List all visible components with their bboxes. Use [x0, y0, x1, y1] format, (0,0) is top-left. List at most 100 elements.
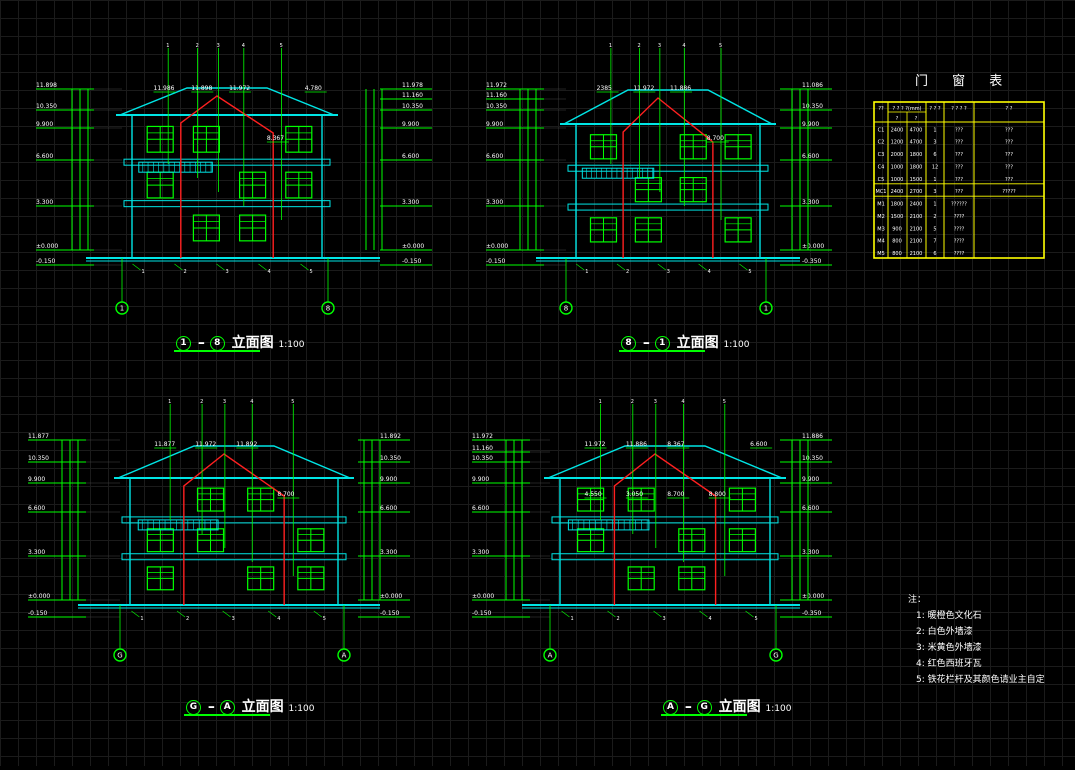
material-line — [613, 453, 717, 605]
leader-label: 4 — [242, 43, 245, 49]
level-label: 11.160 — [472, 445, 493, 452]
level-label: 11.160 — [402, 92, 423, 99]
table-cell: M4 — [877, 239, 885, 245]
level-label: ±0.000 — [402, 243, 424, 250]
spot-elevation: 8.367 — [667, 441, 684, 448]
title-label: 立面图 — [241, 699, 284, 715]
tag-leader — [313, 610, 322, 618]
table-subheader: ? — [915, 116, 918, 122]
table-cell: 2100 — [910, 214, 923, 220]
level-label: -0.350 — [802, 610, 822, 617]
tag-label: 3 — [663, 616, 666, 622]
table-subheader: ? — [896, 116, 899, 122]
table-cell: 1 — [933, 127, 936, 133]
table-cell: 12 — [932, 164, 938, 170]
leader-label: 3 — [658, 43, 661, 49]
level-label: -0.150 — [472, 610, 492, 617]
table-cell: C1 — [878, 127, 885, 133]
axis-bubble-label: G — [773, 652, 778, 660]
title-label: 立面图 — [718, 699, 761, 715]
level-label: 10.350 — [402, 103, 423, 110]
table-cell: 1200 — [891, 140, 904, 146]
table-cell: M2 — [877, 214, 885, 220]
tag-leader — [176, 610, 186, 618]
tag-leader — [132, 263, 141, 271]
title-underline — [174, 350, 260, 352]
table-cell: 7 — [933, 239, 936, 245]
leader-label: 1 — [599, 399, 602, 405]
table-cell: 800 — [892, 251, 902, 257]
table-cell: MC1 — [876, 189, 887, 195]
tag-leader — [616, 263, 626, 271]
level-label: 3.300 — [472, 549, 489, 556]
spot-elevation: 11.886 — [670, 85, 691, 92]
tag-label: 1 — [585, 269, 588, 275]
tag-label: 4 — [708, 269, 711, 275]
spot-elevation: 3.050 — [626, 491, 643, 498]
level-label: 9.900 — [802, 476, 819, 483]
level-label: 6.600 — [380, 505, 397, 512]
level-label: 3.300 — [28, 549, 45, 556]
roof-outline — [119, 87, 335, 116]
spot-elevation: 8.700 — [277, 491, 294, 498]
axis-bubble-icon — [759, 301, 773, 315]
tag-leader — [699, 610, 708, 618]
table-cell: 6 — [933, 251, 936, 257]
table-cell: 2100 — [910, 226, 923, 232]
axis-bubble-icon: 8 — [209, 335, 225, 351]
table-cell: ??? — [955, 177, 963, 183]
table-cell: C3 — [878, 152, 885, 158]
spot-elevation: 11.972 — [585, 441, 606, 448]
leader-label: 3 — [217, 43, 220, 49]
level-label: 11.892 — [380, 433, 401, 440]
axis-bubble-icon: G — [186, 699, 201, 715]
table-cell: 2400 — [891, 127, 904, 133]
roof-outline — [563, 89, 773, 125]
tag-label: 2 — [184, 269, 187, 275]
spot-elevation: 11.972 — [195, 441, 216, 448]
title-scale: 1:100 — [288, 704, 315, 714]
leader-label: 3 — [654, 399, 657, 405]
floor-band — [567, 164, 769, 172]
axis-bubble-label: 8 — [564, 305, 568, 313]
door-window-table-title: 门 窗 表 — [915, 74, 1013, 89]
level-label: 11.877 — [28, 433, 49, 440]
level-label: 10.350 — [486, 103, 507, 110]
tag-label: 2 — [626, 269, 629, 275]
note-item: 5: 铁花栏杆及其颜色请业主自定 — [916, 675, 1045, 685]
table-cell: 2100 — [910, 239, 923, 245]
table-cell: ??? — [955, 140, 963, 146]
level-label: 3.300 — [380, 549, 397, 556]
note-item: 3: 米黄色外墙漆 — [916, 643, 982, 653]
note-item: 2: 白色外墙漆 — [916, 627, 973, 637]
leader-label: 1 — [166, 43, 169, 49]
tag-label: 3 — [667, 269, 670, 275]
building-outline — [129, 477, 339, 606]
leader-label: 4 — [250, 399, 253, 405]
axis-bubble-label: G — [117, 652, 122, 660]
leader-label: 2 — [631, 399, 634, 405]
level-label: 9.900 — [36, 121, 53, 128]
axis-bubble-icon: G — [696, 699, 712, 715]
level-label: 3.300 — [802, 549, 819, 556]
tag-label: 1 — [140, 616, 143, 622]
tag-leader — [561, 610, 570, 618]
note-item: 1: 暖橙色文化石 — [916, 611, 982, 621]
note-item: 4: 红色西班牙瓦 — [916, 659, 982, 669]
level-label: ±0.000 — [802, 243, 824, 250]
table-cell: 1000 — [891, 164, 904, 170]
balcony-railing — [137, 519, 219, 531]
table-header: ? ? ? — [929, 106, 940, 112]
level-label: ±0.000 — [486, 243, 508, 250]
axis-bubble-icon: A — [663, 699, 678, 715]
title-elevation-A-G: A – G 立面图 1:100 — [663, 696, 791, 716]
material-line — [622, 97, 714, 258]
level-label: 6.600 — [472, 505, 489, 512]
balcony-railing — [567, 519, 650, 531]
table-cell: ???? — [954, 226, 965, 232]
spot-elevation: 8.367 — [267, 135, 284, 142]
level-label: 9.900 — [802, 121, 819, 128]
table-header: ?? — [878, 106, 884, 112]
leader-label: 4 — [682, 43, 685, 49]
